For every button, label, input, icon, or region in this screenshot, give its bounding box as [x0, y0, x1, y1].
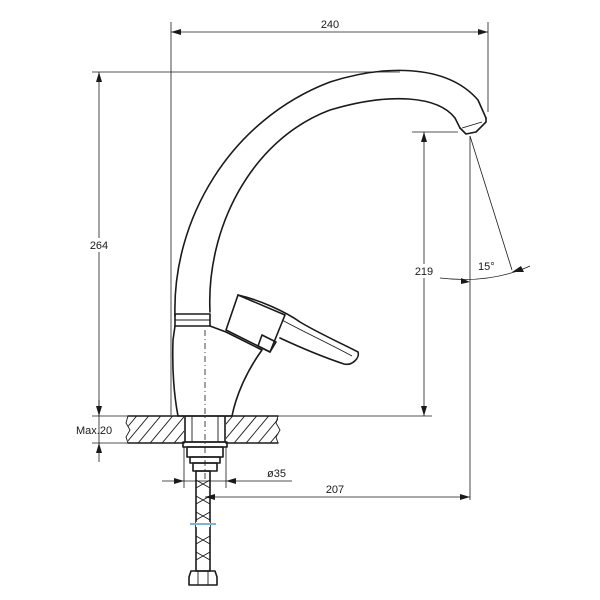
dimension-label-diameter: ø35: [267, 468, 286, 480]
dimension-height-total: 264: [84, 71, 400, 417]
dimension-width-total: 240: [170, 18, 489, 415]
dimension-mount-thickness: Max.20: [76, 400, 128, 462]
flexible-hose: [188, 470, 218, 586]
spout-outer-curve: [174, 69, 487, 317]
dimension-label-angle: 15°: [478, 261, 495, 273]
dimension-spout-height: 219: [278, 131, 458, 417]
dimension-label-240: 240: [321, 19, 339, 31]
countertop-section: [125, 415, 281, 445]
dimension-label-264: 264: [90, 240, 108, 252]
dimension-outlet-angle: 15°: [439, 135, 531, 500]
cartridge-body: [171, 325, 263, 417]
spout-aerator: [459, 117, 487, 135]
dimension-reach: 207: [205, 484, 470, 500]
spout-inner-curve: [208, 97, 461, 313]
faucet-body: [171, 69, 487, 480]
lever-handle: [225, 294, 360, 366]
dimension-label-207: 207: [326, 484, 344, 496]
dimension-label-219: 219: [415, 266, 433, 278]
dimension-label-max20: Max.20: [76, 425, 112, 437]
dimension-hole-diameter: ø35: [162, 446, 292, 488]
